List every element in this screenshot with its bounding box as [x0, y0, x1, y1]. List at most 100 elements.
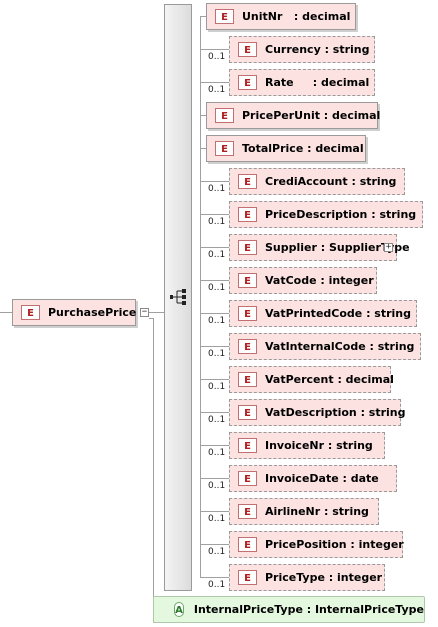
attribute-label: InternalPriceType : InternalPriceType	[193, 603, 424, 616]
occurrence-label: 0..1	[208, 250, 226, 260]
child-element-invoicenr[interactable]: E InvoiceNr : string	[229, 432, 385, 459]
child-connector	[200, 115, 206, 116]
child-element-airlinenr[interactable]: E AirlineNr : string	[229, 498, 379, 525]
child-connector	[200, 445, 229, 446]
child-connector	[200, 379, 229, 380]
child-element-totalprice[interactable]: E TotalPrice : decimal	[206, 135, 366, 162]
child-connector	[200, 346, 229, 347]
element-badge: E	[215, 108, 234, 123]
occurrence-label: 0..1	[208, 184, 226, 194]
element-badge: E	[238, 405, 257, 420]
child-element-label: PricePosition : integer	[265, 538, 404, 551]
child-element-label: PriceDescription : string	[265, 208, 417, 221]
child-element-label: PriceType : integer	[265, 571, 383, 584]
occurrence-label: 0..1	[208, 547, 226, 557]
element-badge: E	[238, 306, 257, 321]
child-element-unitnr[interactable]: E UnitNr : decimal	[206, 3, 356, 30]
child-connector	[200, 16, 206, 17]
attribute-badge: A	[174, 602, 184, 617]
child-element-label: VatInternalCode : string	[265, 340, 415, 353]
child-element-pricetype[interactable]: E PriceType : integer	[229, 564, 385, 591]
child-element-priceposition[interactable]: E PricePosition : integer	[229, 531, 404, 558]
attribute-spine-top	[149, 318, 154, 319]
element-badge: E	[238, 471, 257, 486]
child-element-pricedescription[interactable]: E PriceDescription : string	[229, 201, 423, 228]
minus-box-icon[interactable]: −	[140, 307, 149, 317]
occurrence-label: 0..1	[208, 481, 226, 491]
occurrence-label: 0..1	[208, 448, 226, 458]
child-element-currency[interactable]: E Currency : string	[229, 36, 375, 63]
occurrence-label: 0..1	[208, 217, 226, 227]
element-badge: E	[21, 305, 40, 320]
child-element-label: Rate : decimal	[265, 76, 370, 89]
occurrence-label: 0..1	[208, 283, 226, 293]
child-element-label: VatPercent : decimal	[265, 373, 394, 386]
child-element-priceperunit[interactable]: E PricePerUnit : decimal	[206, 102, 381, 129]
child-element-label: PricePerUnit : decimal	[242, 109, 381, 122]
child-connector	[200, 148, 206, 149]
child-connector	[200, 412, 229, 413]
element-badge: E	[238, 372, 257, 387]
occurrence-label: 0..1	[208, 415, 226, 425]
element-badge: E	[238, 537, 257, 552]
child-element-label: VatPrintedCode : string	[265, 307, 412, 320]
occurrence-label: 0..1	[208, 514, 226, 524]
element-badge: E	[238, 504, 257, 519]
root-to-sequence-connector	[149, 312, 164, 313]
child-connector	[200, 214, 229, 215]
root-element-purchaseprice[interactable]: E PurchasePrice	[12, 299, 136, 326]
element-badge: E	[238, 273, 257, 288]
element-badge: E	[238, 174, 257, 189]
child-connector	[200, 247, 229, 248]
attribute-spine	[153, 318, 154, 610]
occurrence-label: 0..1	[208, 85, 226, 95]
child-connector	[200, 313, 229, 314]
child-element-label: AirlineNr : string	[265, 505, 369, 518]
child-connector	[200, 49, 229, 50]
child-element-invoicedate[interactable]: E InvoiceDate : date	[229, 465, 397, 492]
incoming-connector	[0, 312, 12, 313]
element-badge: E	[238, 42, 257, 57]
occurrence-label: 0..1	[208, 382, 226, 392]
element-badge: E	[238, 207, 257, 222]
child-element-vatinternalcode[interactable]: E VatInternalCode : string	[229, 333, 421, 360]
child-connector	[200, 82, 229, 83]
child-connector	[200, 544, 229, 545]
child-element-label: CrediAccount : string	[265, 175, 397, 188]
element-badge: E	[215, 9, 234, 24]
child-element-label: InvoiceDate : date	[265, 472, 379, 485]
child-connector	[200, 280, 229, 281]
child-element-label: VatDescription : string	[265, 406, 406, 419]
child-connector	[200, 511, 229, 512]
element-badge: E	[238, 339, 257, 354]
child-element-crediaccount[interactable]: E CrediAccount : string	[229, 168, 405, 195]
child-connector	[200, 478, 229, 479]
child-element-label: Currency : string	[265, 43, 370, 56]
child-element-label: TotalPrice : decimal	[242, 142, 364, 155]
attribute-internalpricetype[interactable]: A InternalPriceType : InternalPriceType	[153, 596, 425, 623]
occurrence-label: 0..1	[208, 349, 226, 359]
root-element-label: PurchasePrice	[48, 306, 137, 319]
occurrence-label: 0..1	[208, 52, 226, 62]
children-spine	[200, 16, 201, 578]
element-badge: E	[215, 141, 234, 156]
child-element-vatpercent[interactable]: E VatPercent : decimal	[229, 366, 394, 393]
child-element-rate[interactable]: E Rate : decimal	[229, 69, 375, 96]
child-element-vatprintedcode[interactable]: E VatPrintedCode : string	[229, 300, 417, 327]
child-element-label: UnitNr : decimal	[242, 10, 351, 23]
occurrence-label: 0..1	[208, 580, 226, 590]
element-badge: E	[238, 75, 257, 90]
child-element-label: InvoiceNr : string	[265, 439, 373, 452]
plus-box-icon[interactable]: +	[384, 242, 393, 252]
child-connector	[200, 577, 229, 578]
sequence-compositor-icon	[170, 289, 186, 305]
element-badge: E	[238, 570, 257, 585]
element-badge: E	[238, 240, 257, 255]
element-badge: E	[238, 438, 257, 453]
child-element-vatdescription[interactable]: E VatDescription : string	[229, 399, 406, 426]
child-connector	[200, 181, 229, 182]
occurrence-label: 0..1	[208, 316, 226, 326]
